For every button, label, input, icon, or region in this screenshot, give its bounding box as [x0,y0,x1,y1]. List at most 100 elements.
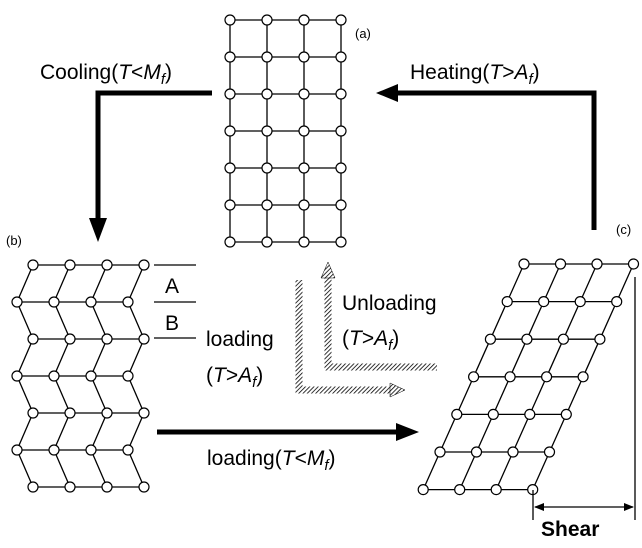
lattice-bond [546,338,564,378]
lattice-bond [529,376,548,415]
lattice-atom [224,162,236,174]
panel-label-a: (a) [355,26,371,41]
lattice-bond [53,264,71,303]
lattice-bond [492,376,511,415]
lattice-atom [484,333,496,345]
lattice-bond [16,301,34,340]
lattice-bond [475,414,494,453]
lattice-bond [473,338,491,378]
lattice-atom [468,371,480,383]
lattice-atom [224,14,236,26]
lattice-atom [538,296,550,308]
lattice-atom [48,296,60,308]
lattice-bond [127,412,145,451]
layer-boundary-lines [154,264,196,339]
lattice-atom [224,125,236,137]
lattice-atom [224,51,236,63]
lattice-atom [64,259,76,271]
lattice-atom [48,370,60,382]
lattice-atom [521,333,533,345]
lattice-atom [138,333,150,345]
lattice-atom [518,258,530,270]
lattice-bond [90,375,108,414]
twinned-martensite-lattice-b [11,259,150,493]
lattice-bond [565,376,584,415]
unloading-condition: (T>Af) [342,327,399,354]
lattice-bond [90,301,108,340]
cooling-arrow [89,90,212,242]
lattice-bond [90,412,108,451]
lattice-atom [543,446,556,458]
lattice-atom [504,371,516,383]
lattice-bond [127,264,145,303]
lattice-bond [53,301,71,340]
lattice-atom [298,88,310,100]
lattice-atom [335,51,347,63]
lattice-atom [27,259,39,271]
loading-hot-condition: (T>Af) [206,364,263,391]
lattice-atom [64,333,76,345]
lattice-bond [506,263,525,302]
lattice-bond [548,414,567,453]
lattice-atom [298,236,310,248]
lattice-atom [261,199,273,211]
lattice-bond [582,338,601,378]
lattice-atom [507,446,519,458]
lattice-bond [53,412,71,451]
lattice-bond [16,449,34,488]
lattice-bond [422,451,441,490]
lattice-atom [64,407,76,419]
lattice-bond [16,338,34,377]
lattice-bond [53,375,71,414]
lattice-atom [261,236,273,248]
lattice-bond [16,412,34,451]
lattice-atom [261,14,273,26]
lattice-atom [261,88,273,100]
lattice-atom [27,333,39,345]
lattice-atom [454,484,466,496]
lattice-bond [495,451,514,490]
loading-cold-label: loading(T<Mf) [207,447,336,474]
austenite-lattice-a [224,14,347,248]
lattice-atom [574,296,586,308]
lattice-atom [594,333,606,345]
lattice-atom [11,370,23,382]
lattice-atom [85,370,97,382]
lattice-atom [85,296,97,308]
lattice-bond [439,414,458,453]
lattice-atom [138,259,150,271]
lattice-atom [335,236,347,248]
lattice-atom [335,88,347,100]
lattice-atom [298,199,310,211]
lattice-bond [53,338,71,377]
lattice-bond [53,449,71,488]
shear-dimension [532,277,636,520]
lattice-atom [11,296,23,308]
lattice-atom [335,162,347,174]
lattice-atom [298,125,310,137]
lattice-atom [554,258,567,270]
lattice-bond [456,376,475,415]
lattice-atom [451,408,463,420]
lattice-atom [434,446,446,458]
lattice-atom [11,444,23,456]
lattice-atom [577,371,589,383]
heating-label: Heating(T>Af) [410,61,540,88]
cooling-label: Cooling(T<Mf) [40,61,172,88]
lattice-bond [127,375,145,414]
loading-cold-arrow [157,423,419,441]
lattice-atom [27,481,39,493]
loading-hatched-arrow [295,280,406,398]
lattice-atom [138,407,150,419]
lattice-atom [335,125,347,137]
lattice-atom [138,481,150,493]
lattice-atom [224,88,236,100]
lattice-atom [524,408,536,420]
unloading-hatched-arrow [320,261,437,371]
lattice-atom [335,199,347,211]
loading-hot-word: loading [206,328,274,351]
lattice-atom [417,484,429,496]
lattice-atom [298,14,310,26]
lattice-atom [64,481,76,493]
